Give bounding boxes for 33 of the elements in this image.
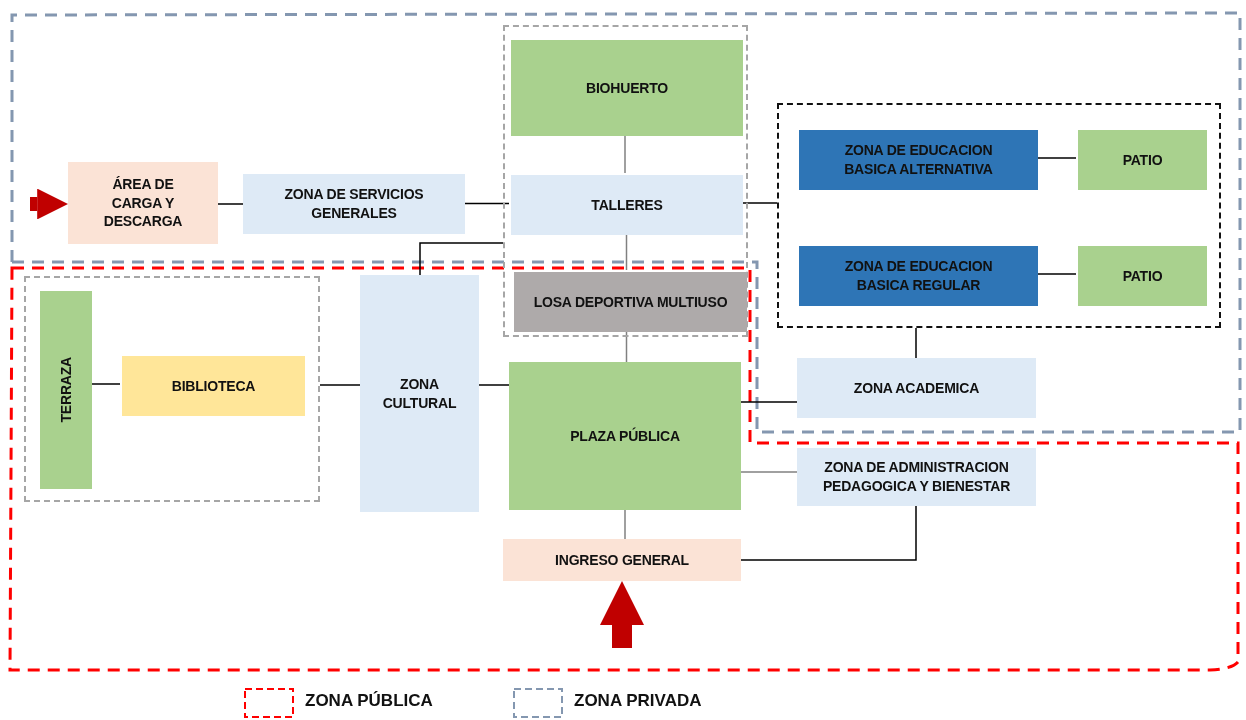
legend-label: ZONA PÚBLICA (305, 691, 433, 711)
connector-line (915, 327, 917, 359)
area-block: PATIO (1078, 130, 1207, 190)
group-frame (24, 276, 320, 502)
group-frame (503, 25, 748, 337)
legend-label: ZONA PRIVADA (574, 691, 702, 711)
entry-arrow (30, 188, 68, 220)
area-block: BIOHUERTO (511, 40, 743, 136)
area-block: INGRESO GENERAL (503, 539, 741, 581)
area-block: TERRAZA (40, 291, 92, 489)
area-block: LOSA DEPORTIVA MULTIUSO (514, 272, 747, 332)
entry-arrow (600, 581, 644, 648)
area-block: ZONA DE SERVICIOS GENERALES (243, 174, 465, 234)
area-block: ZONA DE EDUCACION BASICA ALTERNATIVA (799, 130, 1038, 190)
area-block: ZONA DE EDUCACION BASICA REGULAR (799, 246, 1038, 306)
connector-line (319, 384, 361, 386)
connector-line (464, 202, 510, 205)
connector-line (740, 471, 798, 473)
area-block: PLAZA PÚBLICA (509, 362, 741, 510)
connector-line (217, 203, 244, 205)
area-block: ZONA CULTURAL (360, 275, 479, 512)
connector-line (740, 505, 917, 561)
area-block: ÁREA DE CARGA Y DESCARGA (68, 162, 218, 244)
area-block: TALLERES (511, 175, 743, 235)
connector-line (419, 242, 504, 276)
area-block: ZONA ACADEMICA (797, 358, 1036, 418)
connector-line (478, 384, 510, 386)
area-block: PATIO (1078, 246, 1207, 306)
area-block: ZONA DE ADMINISTRACION PEDAGOGICA Y BIENESTAR (797, 448, 1036, 506)
connector-line (740, 401, 798, 403)
connector-line (624, 509, 626, 540)
area-block: BIBLIOTECA (122, 356, 305, 416)
group-frame (777, 103, 1221, 328)
